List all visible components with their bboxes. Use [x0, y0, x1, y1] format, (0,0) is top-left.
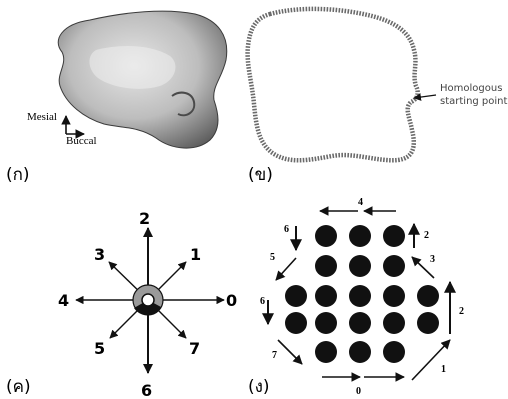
- boundary-code-2-right: 2: [459, 306, 464, 317]
- boundary-code-4: 4: [358, 197, 363, 208]
- starting-point-label: starting point: [440, 96, 508, 107]
- boundary-code-6-top: 6: [284, 224, 289, 235]
- boundary-code-7: 7: [272, 350, 277, 361]
- direction-6-label: 6: [141, 381, 152, 399]
- pixel-dot: [383, 312, 405, 334]
- pixel-dot: [349, 341, 371, 363]
- pixel-dot: [315, 312, 337, 334]
- pixel-dot: [285, 312, 307, 334]
- pixel-dot: [315, 255, 337, 277]
- panel-a-label: (ก): [6, 165, 30, 185]
- direction-1-label: 1: [190, 245, 201, 264]
- direction-4-label: 4: [58, 291, 69, 310]
- pixel-dot: [315, 225, 337, 247]
- pixel-dot: [285, 285, 307, 307]
- pixel-dot: [315, 285, 337, 307]
- pixel-dot: [349, 285, 371, 307]
- panel-b-label: (ข): [248, 165, 273, 185]
- direction-5-label: 5: [94, 339, 105, 358]
- panel-a: Mesial Buccal (ก): [6, 11, 227, 185]
- tooth-outline: [248, 9, 418, 160]
- pixel-dot: [349, 225, 371, 247]
- pixel-dot: [417, 312, 439, 334]
- buccal-label: Buccal: [66, 135, 97, 147]
- pixel-dot: [383, 225, 405, 247]
- starting-point-arrow: [414, 95, 436, 98]
- panel-c: 2 1 3 0 4 5 7 6 (ค): [6, 209, 237, 399]
- pixel-grid: [285, 225, 439, 363]
- boundary-arrow: [276, 258, 296, 280]
- direction-7-label: 7: [189, 339, 200, 358]
- panel-d: 4 2 3 2 1 0 7 6 5 6 (ง): [248, 197, 464, 397]
- boundary-code-6-left: 6: [260, 296, 265, 307]
- boundary-code-1: 1: [441, 364, 446, 375]
- pixel-dot: [383, 255, 405, 277]
- boundary-code-0: 0: [356, 386, 361, 397]
- panel-c-label: (ค): [6, 377, 31, 397]
- boundary-code-2-top: 2: [424, 230, 429, 241]
- pixel-dot: [417, 285, 439, 307]
- direction-2-label: 2: [139, 209, 150, 228]
- homologous-label: Homologous: [440, 83, 502, 94]
- direction-3-label: 3: [94, 245, 105, 264]
- boundary-code-5: 5: [270, 252, 275, 263]
- mesial-label: Mesial: [27, 111, 57, 123]
- boundary-arrow: [278, 340, 302, 364]
- pixel-dot: [349, 255, 371, 277]
- hub-center-pixel: [142, 294, 154, 306]
- pixel-dot: [383, 341, 405, 363]
- direction-0-label: 0: [226, 291, 237, 310]
- panel-d-label: (ง): [248, 377, 270, 397]
- panel-b: Homologous starting point (ข): [248, 9, 508, 185]
- pixel-dot: [383, 285, 405, 307]
- pixel-dot: [349, 312, 371, 334]
- boundary-code-3: 3: [430, 254, 435, 265]
- pixel-dot: [315, 341, 337, 363]
